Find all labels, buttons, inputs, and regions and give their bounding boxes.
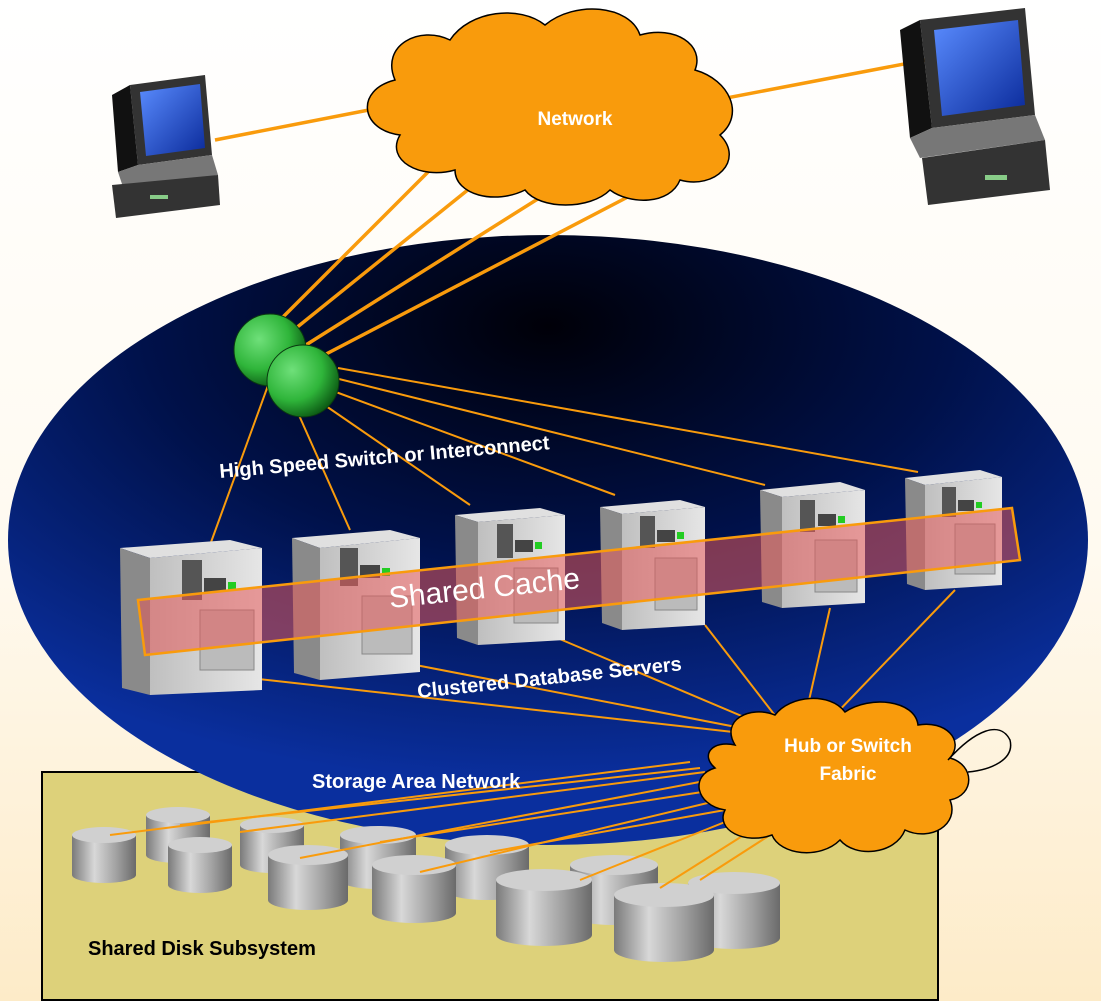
client-computer-icon [900, 8, 1050, 205]
switch-node-icon [266, 344, 340, 418]
disk-icon [268, 845, 348, 910]
client-computer-icon [112, 75, 220, 218]
disk-icon [372, 855, 456, 923]
network-cloud [366, 8, 734, 206]
disk-icon [614, 883, 714, 962]
hub-switch-label-line2: Fabric [819, 764, 876, 785]
interconnect-links [209, 367, 919, 546]
disk-array [72, 807, 780, 962]
disk-icon [168, 837, 232, 893]
storage-area-network-label: Storage Area Network [312, 771, 521, 793]
hub-switch-label-line1: Hub or Switch [784, 736, 912, 757]
shared-cache-band [136, 506, 1022, 657]
shared-disk-label: Shared Disk Subsystem [88, 938, 316, 960]
disk-icon [496, 869, 592, 946]
hub-cloud-tail [947, 729, 1012, 773]
hub-switch-cloud [698, 697, 970, 854]
san-links [109, 589, 956, 889]
disk-icon [72, 827, 136, 883]
network-label: Network [538, 109, 613, 130]
